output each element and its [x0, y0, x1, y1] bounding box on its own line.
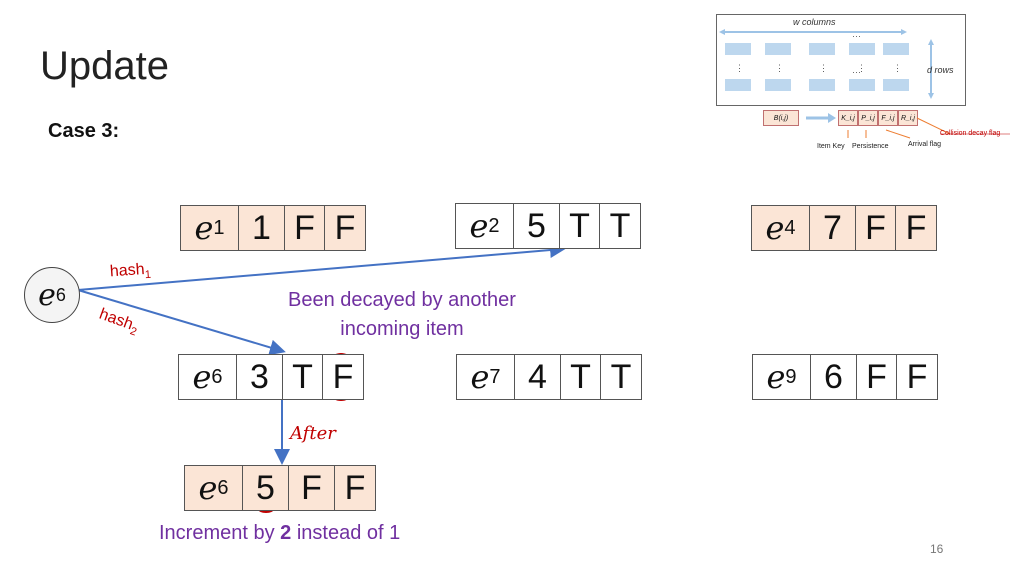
- svg-text:···: ···: [852, 67, 861, 77]
- collision-decay-flag: F: [905, 208, 927, 247]
- thumb-arrow: [806, 113, 836, 123]
- thumbnail-grid: ··· ··· ⋮ ⋮ ⋮ ⋮ ⋮: [719, 29, 934, 99]
- svg-text:⋮: ⋮: [857, 63, 866, 73]
- arrival-flag: F: [289, 466, 335, 510]
- collision-decay-flag: T: [610, 357, 632, 396]
- persistence-count: 4: [515, 355, 561, 399]
- collision-decay-flag-label: Collision decay flag: [940, 130, 1001, 137]
- persistence-count: 1: [239, 206, 285, 250]
- arrival-flag: F: [857, 355, 897, 399]
- page-title: Update: [40, 44, 169, 88]
- w-columns-label: w columns: [793, 17, 836, 27]
- case-label: Case 3:: [48, 120, 120, 142]
- arrival-flag: T: [561, 355, 601, 399]
- sketch-structure-thumbnail: w columns ··· ··· ⋮ ⋮ ⋮ ⋮ ⋮ d rows: [716, 14, 966, 106]
- collision-decay-flag: F: [906, 357, 928, 396]
- svg-text:···: ···: [852, 31, 861, 41]
- svg-text:⋮: ⋮: [893, 63, 902, 73]
- persistence-count: 6: [811, 355, 857, 399]
- thumb-field-arrival: F_i,j: [878, 110, 898, 126]
- arrival-flag: F: [285, 206, 325, 250]
- thumb-pointers: [847, 117, 1010, 139]
- arrival-flag-label: Arrival flag: [908, 141, 942, 148]
- d-rows-label: d rows: [927, 65, 954, 75]
- svg-text:⋮: ⋮: [775, 63, 784, 73]
- thumb-field-persistence: P_i,j: [858, 110, 878, 126]
- page-number: 16: [930, 542, 944, 556]
- arrival-flag: T: [560, 204, 600, 248]
- svg-text:⋮: ⋮: [819, 63, 828, 73]
- persistence-label: Persistence: [852, 143, 889, 150]
- thumb-field-key: K_i,j: [838, 110, 858, 126]
- collision-decay-flag: F: [334, 208, 356, 247]
- arrival-flag: F: [856, 206, 896, 250]
- collision-decay-flag: T: [609, 206, 631, 245]
- svg-text:⋮: ⋮: [735, 63, 744, 73]
- hash2-arrow: [77, 289, 286, 356]
- after-label: After: [290, 423, 336, 444]
- collision-decay-flag: F: [344, 468, 366, 507]
- persistence-count: 5: [514, 204, 560, 248]
- hash1-label: hash1: [109, 261, 152, 282]
- persistence-count: 5: [243, 466, 289, 510]
- hash1-arrow: [77, 242, 566, 291]
- arrival-flag: T: [283, 355, 323, 399]
- persistence-count: 3: [237, 355, 283, 399]
- item-key-label: Item Key: [817, 143, 845, 150]
- thumb-bucket-box: B(i,j): [763, 110, 799, 126]
- collision-decay-flag: F: [332, 357, 354, 396]
- persistence-count: 7: [810, 206, 856, 250]
- decayed-note: Been decayed by another incoming item: [288, 289, 516, 340]
- increment-note: Increment by 2 instead of 1: [159, 522, 401, 544]
